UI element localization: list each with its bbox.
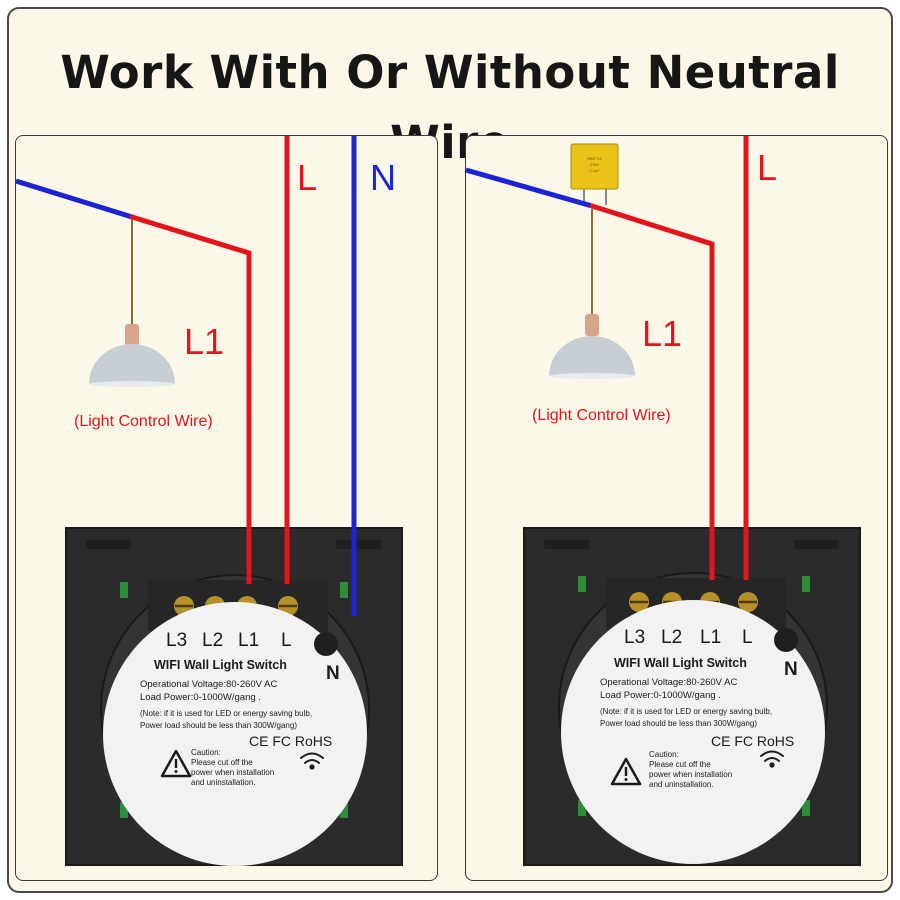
spec-voltage: Operational Voltage:80-260V AC — [600, 677, 738, 688]
caution-line-3: and uninstallation. — [649, 780, 714, 789]
neutral-wire-label: N — [370, 157, 396, 198]
panel-without-neutral: MKP X2 275V 0.1µF L L1 (Light Control Wi… — [465, 135, 888, 881]
load-wire-label: L1 — [642, 313, 683, 354]
terminal-label-l: L — [742, 627, 753, 648]
warning-triangle-icon — [610, 757, 642, 786]
live-wire-label: L — [297, 157, 318, 198]
spec-load-power: Load Power:0-1000W/gang . — [600, 690, 721, 701]
terminal-label-l1: L1 — [700, 627, 722, 648]
capacitor-text-2: 275V — [589, 162, 600, 167]
spec-voltage: Operational Voltage:80-260V AC — [140, 679, 278, 690]
caution-line-1: Please cut off the — [649, 760, 711, 769]
load-wire-label: L1 — [184, 321, 225, 362]
terminal-label-l2: L2 — [661, 627, 683, 648]
caution-line-2: power when installation — [191, 768, 275, 777]
neutral-wire-to-lamp — [16, 178, 133, 220]
caution-line-1: Please cut off the — [191, 758, 253, 767]
terminal-label-l3: L3 — [166, 630, 188, 651]
caution-line-3: and uninstallation. — [191, 778, 256, 787]
terminal-label-l2: L2 — [202, 630, 224, 651]
note-line-1: (Note: if it is used for LED or energy s… — [140, 709, 313, 718]
caution-heading: Caution: — [191, 748, 221, 757]
device-title: WIFI Wall Light Switch — [154, 658, 287, 672]
terminal-label-n: N — [326, 663, 340, 684]
wiring-diagram-right — [466, 136, 861, 866]
device-title: WIFI Wall Light Switch — [614, 656, 747, 670]
note-line-2: Power load should be less than 300W/gang… — [600, 719, 757, 728]
certification-marks: CE FC RoHS — [249, 733, 333, 749]
terminal-label-n: N — [784, 659, 798, 680]
capacitor-text-1: MKP X2 — [587, 156, 602, 161]
neutral-wire-to-lamp — [466, 167, 593, 209]
terminal-label-l3: L3 — [624, 627, 646, 648]
wifi-icon — [760, 750, 784, 768]
light-control-wire-note: (Light Control Wire) — [532, 407, 671, 424]
warning-triangle-icon — [160, 749, 192, 778]
lamp-shade-icon — [89, 344, 175, 384]
device-label-disc — [103, 602, 367, 866]
lamp-shade-icon — [549, 336, 635, 376]
terminal-label-l1: L1 — [238, 630, 260, 651]
live-wire-label: L — [757, 147, 778, 188]
load-wire-l1 — [131, 214, 252, 584]
light-control-wire-note: (Light Control Wire) — [74, 413, 213, 430]
load-wire-l1 — [591, 203, 715, 580]
certification-marks: CE FC RoHS — [711, 733, 795, 749]
terminal-label-l: L — [281, 630, 292, 651]
spec-load-power: Load Power:0-1000W/gang . — [140, 692, 261, 703]
note-line-2: Power load should be less than 300W/gang… — [140, 721, 297, 730]
lamp-socket — [125, 324, 139, 346]
note-line-1: (Note: if it is used for LED or energy s… — [600, 707, 773, 716]
caution-line-2: power when installation — [649, 770, 733, 779]
panel-with-neutral: L N L1 (Light Control Wire) L3 L2 L1 L N… — [15, 135, 438, 881]
device-label-disc — [561, 600, 825, 864]
capacitor-text-3: 0.1µF — [589, 168, 600, 173]
wiring-diagram-left — [16, 136, 403, 866]
wifi-icon — [300, 752, 324, 770]
lamp-socket — [585, 314, 599, 336]
capacitor-icon — [570, 143, 619, 190]
caution-heading: Caution: — [649, 750, 679, 759]
